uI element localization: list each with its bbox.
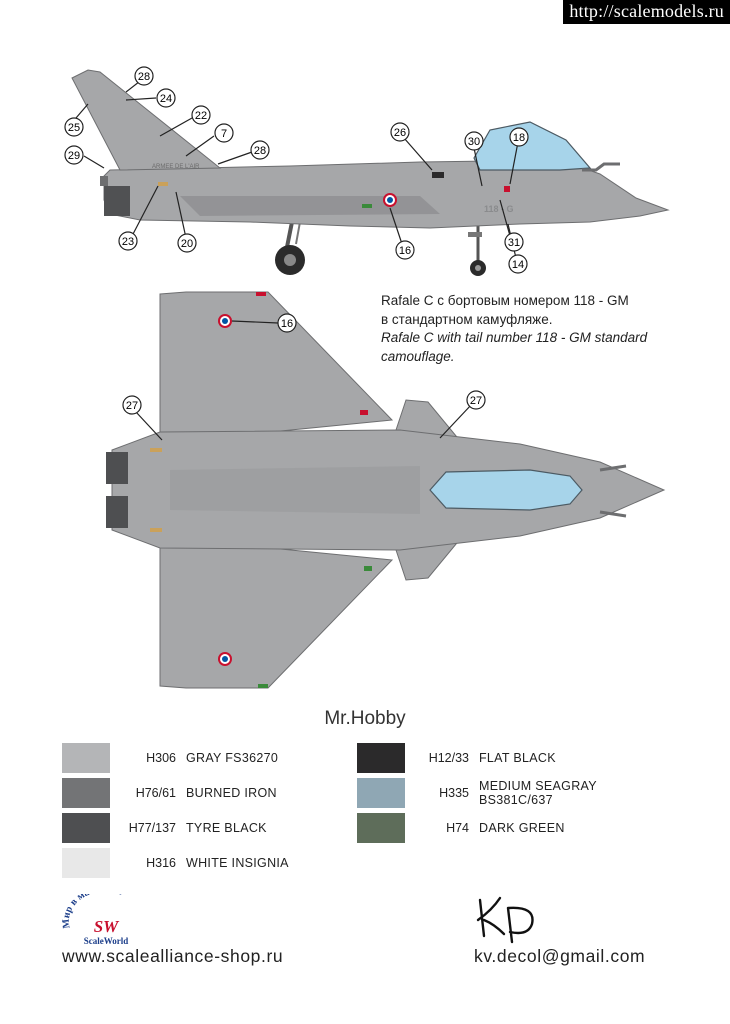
paint-swatch	[62, 813, 110, 843]
paint-row: H335 MEDIUM SEAGRAY BS381C/637	[357, 778, 597, 808]
paint-code: H74	[446, 821, 469, 835]
paint-row: H76/61 BURNED IRON	[62, 778, 277, 808]
callout-28-tail: 28	[134, 66, 154, 86]
paint-code: H12/33	[428, 751, 469, 765]
callout-25: 25	[64, 117, 84, 137]
aircraft-caption: Rafale C с бортовым номером 118 - GM в с…	[381, 292, 647, 366]
callout-27-wing: 27	[122, 395, 142, 415]
svg-text:24: 24	[160, 93, 172, 105]
paint-name: GRAY FS36270	[186, 751, 279, 765]
paint-name: MEDIUM SEAGRAY	[479, 779, 597, 793]
callout-22: 22	[191, 105, 211, 125]
top-view	[106, 291, 666, 689]
svg-text:14: 14	[512, 259, 524, 271]
svg-text:25: 25	[68, 122, 80, 134]
nose-landing-gear	[468, 226, 486, 276]
scaleworld-logo: Мир в масштабе SW ScaleWorld	[61, 894, 129, 946]
callout-30: 30	[464, 131, 484, 151]
callout-7: 7	[214, 123, 234, 143]
callout-28-fuselage: 28	[250, 140, 270, 160]
paint-code: H77/137	[128, 821, 176, 835]
paint-brand-title: Mr.Hobby	[324, 708, 406, 729]
paint-swatch	[62, 778, 110, 808]
svg-text:31: 31	[508, 237, 520, 249]
callout-16-top: 16	[277, 313, 297, 333]
callout-18: 18	[509, 127, 529, 147]
engine-nozzle	[104, 186, 130, 216]
paint-name: WHITE INSIGNIA	[186, 856, 289, 870]
paint-name-block: MEDIUM SEAGRAY BS381C/637	[479, 779, 597, 807]
paint-swatch	[62, 848, 110, 878]
callout-29: 29	[64, 145, 84, 165]
callout-20: 20	[177, 233, 197, 253]
paint-swatch	[62, 743, 110, 773]
svg-text:18: 18	[513, 132, 525, 144]
callout-27-canard: 27	[466, 390, 486, 410]
top-wing-lower	[159, 539, 394, 689]
callout-31: 31	[504, 232, 524, 252]
exhaust-upper	[106, 452, 128, 484]
paint-swatch	[357, 813, 405, 843]
paint-name: BURNED IRON	[186, 786, 277, 800]
paint-name: DARK GREEN	[479, 821, 565, 835]
caption-en-line2: camouflage.	[381, 348, 455, 364]
side-view: ARMEE DE L'AIR 118 - G	[71, 69, 670, 276]
top-roundel-upper	[218, 314, 232, 328]
paint-row: H316 WHITE INSIGNIA	[62, 848, 289, 878]
svg-text:26: 26	[394, 127, 406, 139]
callout-23: 23	[118, 231, 138, 251]
caption-en-line1: Rafale C with tail number 118 - GM stand…	[381, 330, 648, 345]
caption-ru-line1: Rafale C с бортовым номером 118 - GM	[381, 293, 629, 308]
tail-marking-text: ARMEE DE L'AIR	[152, 164, 200, 170]
svg-text:22: 22	[195, 110, 207, 122]
paint-name: TYRE BLACK	[186, 821, 267, 835]
signature	[476, 896, 534, 944]
callout-24: 24	[156, 88, 176, 108]
paint-swatch	[357, 743, 405, 773]
tail-fin	[71, 69, 222, 171]
leader-lines	[75, 77, 519, 441]
svg-text:30: 30	[468, 136, 480, 148]
caption-ru-line2: в стандартном камуфляже.	[381, 311, 553, 327]
paint-name-secondary: BS381C/637	[479, 793, 553, 807]
callout-14: 14	[508, 254, 528, 274]
paint-code: H316	[146, 856, 176, 870]
paint-name: FLAT BLACK	[479, 751, 556, 765]
watermark: http://scalemodels.ru	[563, 0, 730, 24]
paint-code: H76/61	[135, 786, 176, 800]
svg-text:27: 27	[126, 400, 138, 412]
svg-text:23: 23	[122, 236, 134, 248]
paint-code: H335	[439, 786, 469, 800]
exhaust-lower	[106, 496, 128, 528]
paint-row: H74 DARK GREEN	[357, 813, 565, 843]
svg-text:7: 7	[221, 128, 227, 140]
paint-row: H306 GRAY FS36270	[62, 743, 278, 773]
paint-swatch	[357, 778, 405, 808]
svg-text:29: 29	[68, 150, 80, 162]
main-landing-gear	[275, 221, 305, 275]
paint-row: H77/137 TYRE BLACK	[62, 813, 267, 843]
svg-text:28: 28	[254, 145, 266, 157]
svg-text:16: 16	[399, 245, 411, 257]
svg-text:16: 16	[281, 318, 293, 330]
callout-26: 26	[390, 122, 410, 142]
top-roundel-lower	[218, 652, 232, 666]
website-link[interactable]: www.scalealliance-shop.ru	[62, 946, 284, 966]
paint-code: H306	[146, 751, 176, 765]
svg-text:20: 20	[181, 238, 193, 250]
paint-row: H12/33 FLAT BLACK	[357, 743, 556, 773]
aircraft-illustrations: ARMEE DE L'AIR 118 - G	[64, 66, 670, 689]
svg-text:28: 28	[138, 71, 150, 83]
logo-subtitle: ScaleWorld	[84, 936, 129, 946]
top-canopy	[429, 469, 583, 511]
nose-number: 118 - G	[484, 204, 514, 214]
callout-16-side: 16	[395, 240, 415, 260]
email-link[interactable]: kv.decol@gmail.com	[474, 946, 646, 966]
svg-text:27: 27	[470, 395, 482, 407]
canopy	[473, 121, 592, 171]
top-wing-upper	[159, 291, 394, 441]
side-roundel	[383, 193, 397, 207]
logo-mark: SW	[94, 917, 120, 936]
